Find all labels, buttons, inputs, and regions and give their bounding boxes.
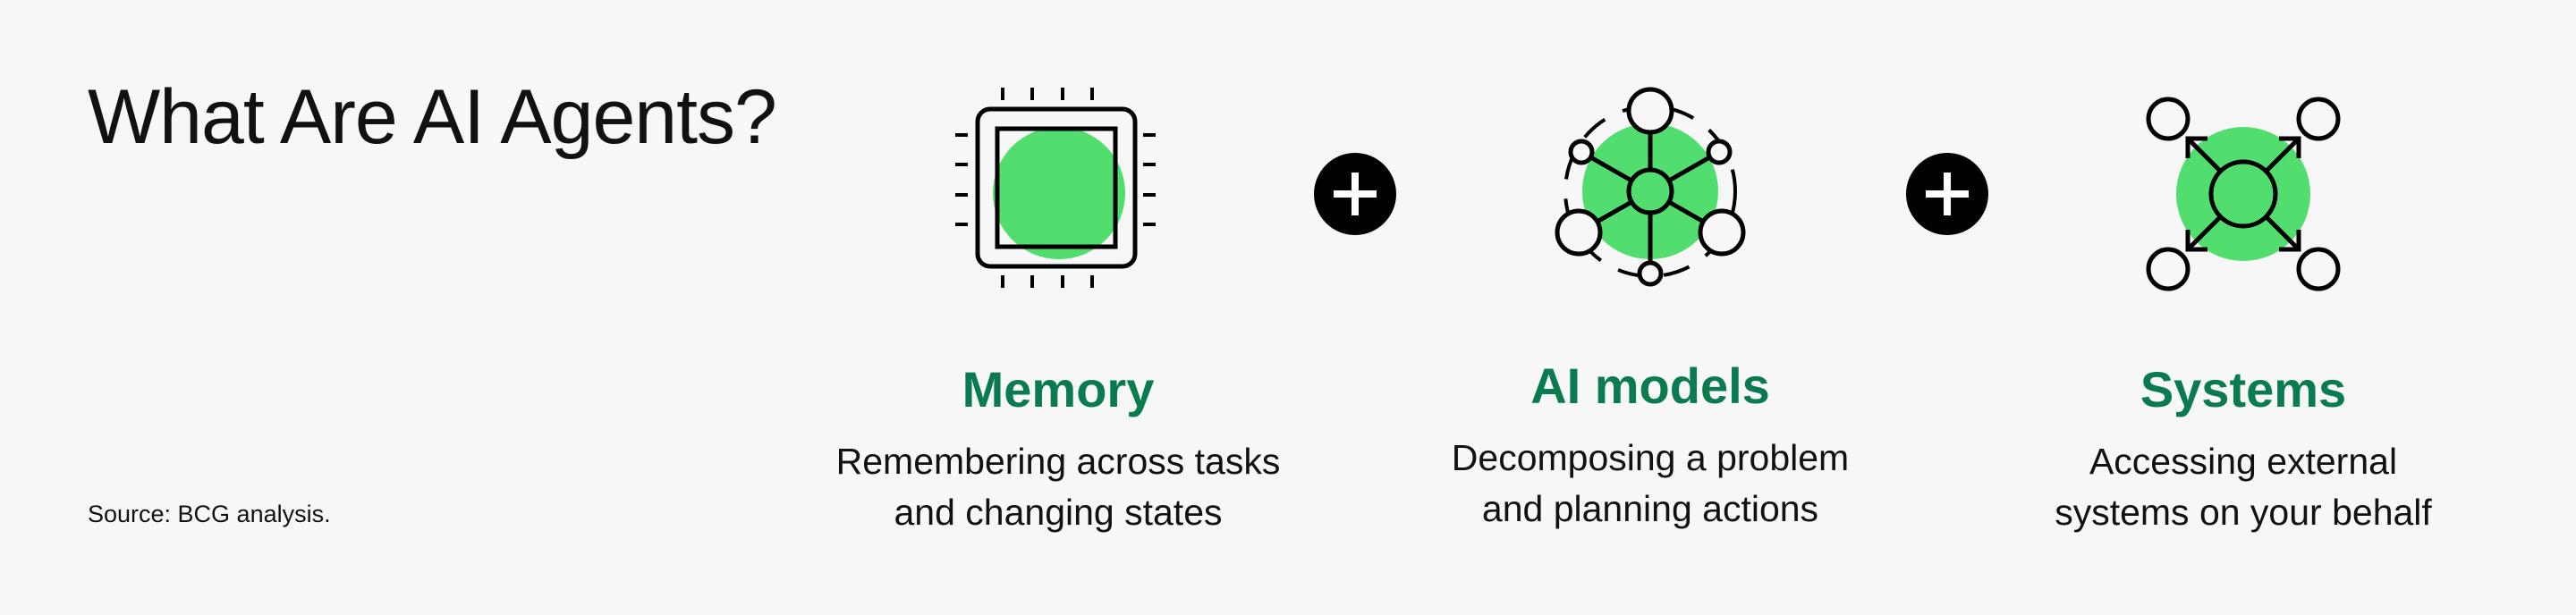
ai-models-desc-line2: and planning actions [1481,488,1819,529]
ai-models-description: Decomposing a problem and planning actio… [1382,433,1919,535]
systems-desc-line2: systems on your behalf [2055,492,2432,533]
plus-icon [1314,153,1396,235]
expand-nodes-icon [2136,87,2351,301]
ai-models-desc-line1: Decomposing a problem [1451,437,1850,478]
memory-column: Memory Remembering across tasks and chan… [790,365,1326,538]
ai-models-heading: AI models [1530,358,1770,414]
memory-heading: Memory [962,361,1155,417]
source-note: Source: BCG analysis. [88,501,331,527]
ai-models-column: AI models Decomposing a problem and plan… [1382,361,1919,535]
memory-desc-line1: Remembering across tasks [835,441,1281,482]
systems-heading: Systems [2140,361,2347,417]
systems-desc-line1: Accessing external [2089,441,2398,482]
systems-description: Accessing external systems on your behal… [1975,436,2512,538]
network-icon [1543,80,1758,295]
memory-description: Remembering across tasks and changing st… [790,436,1326,538]
systems-column: Systems Accessing external systems on yo… [1975,365,2512,538]
page-title: What Are AI Agents? [88,74,777,160]
chip-icon [948,80,1163,295]
plus-icon [1906,153,1988,235]
memory-desc-line2: and changing states [894,492,1223,533]
